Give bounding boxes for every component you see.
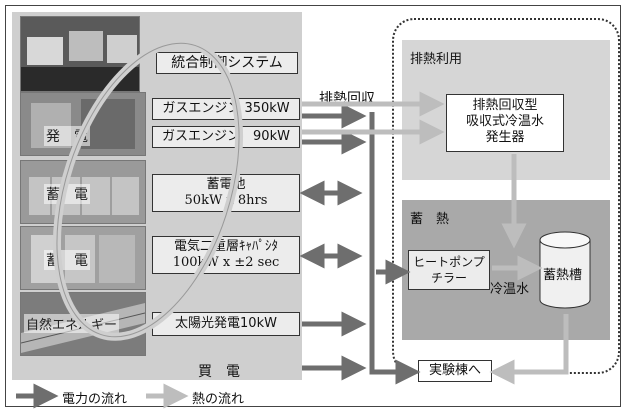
- gas-engine-350-label: ガスエンジン 350kW: [162, 101, 290, 116]
- control-loop-ellipse-outline: [56, 42, 240, 338]
- destination-label: 実験棟へ: [428, 363, 481, 378]
- chiller-line3: 発生器: [485, 130, 525, 145]
- power-purchase-label: 買 電: [198, 364, 240, 380]
- solar-box: 太陽光発電10kW: [152, 312, 300, 336]
- legend-heat-label: 熱の流れ: [192, 392, 245, 407]
- tank-label: 蓄熱槽: [543, 268, 583, 283]
- destination-box: 実験棟へ: [418, 360, 492, 382]
- absorption-chiller-box: 排熱回収型 吸収式冷温水 発生器: [446, 94, 564, 152]
- diagram-frame: [5, 5, 621, 407]
- control-loop-ellipse: [52, 39, 244, 341]
- gas-engine-350-box: ガスエンジン 350kW: [152, 98, 300, 120]
- heat-use-title: 排熱利用: [410, 52, 463, 67]
- heat-storage-title: 蓄 熱: [410, 212, 450, 227]
- control-system-label: 統合制御システム: [171, 55, 283, 71]
- capacitor-box: 電気二重層ｷｬﾊﾟｼﾀ 100kW x ±2 sec: [152, 236, 300, 274]
- photo-label-storage: 蓄 電: [44, 184, 90, 204]
- heatpump-line2: チラー: [430, 271, 467, 285]
- battery-spec: 50kW x 8hrs: [184, 193, 268, 208]
- heat-pump-chiller-box: ヒートポンプ チラー: [408, 250, 490, 290]
- chiller-line1: 排熱回収型: [472, 98, 538, 113]
- tank-to-building-arrow: [489, 314, 569, 385]
- power-bus-line: [369, 112, 421, 385]
- chiller-line2: 吸収式冷温水: [465, 114, 544, 129]
- control-system-box: 統合制御システム: [156, 52, 298, 74]
- legend-power-label: 電力の流れ: [62, 392, 128, 407]
- gas-engine-90-box: ガスエンジン 90kW: [152, 126, 300, 148]
- chilled-water-label: 冷温水: [490, 282, 530, 297]
- capacitor-title: 電気二重層ｷｬﾊﾟｼﾀ: [173, 239, 278, 254]
- heatpump-line1: ヒートポンプ: [413, 255, 485, 269]
- thermal-storage-tank: [539, 231, 591, 309]
- gas-engine-90-label: ガスエンジン 90kW: [162, 129, 290, 144]
- solar-label: 太陽光発電10kW: [175, 316, 277, 331]
